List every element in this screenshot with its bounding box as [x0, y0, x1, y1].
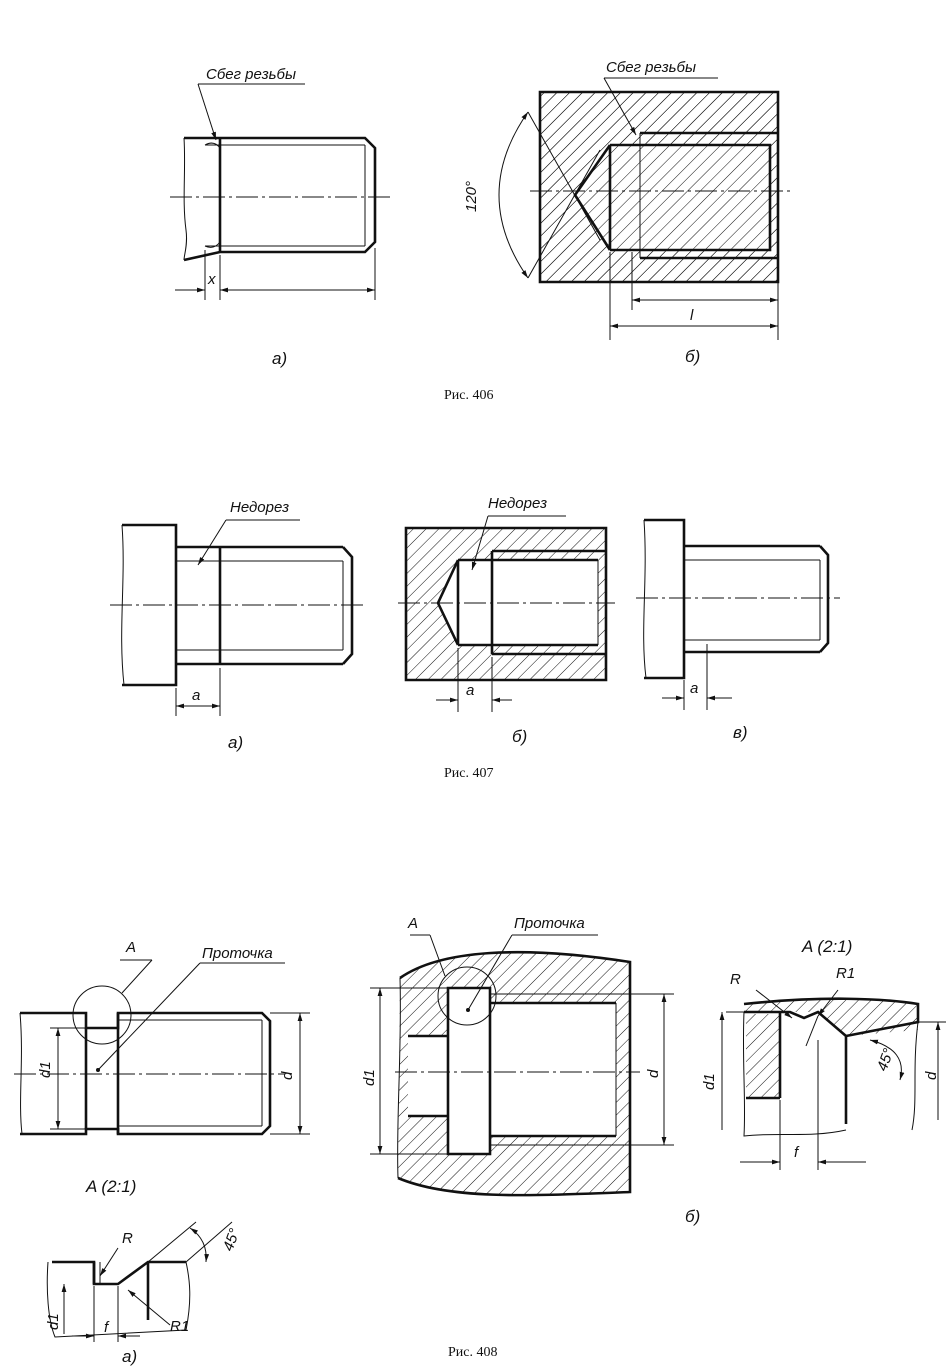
fig408-b-detail-angle: 45°	[874, 1046, 898, 1073]
fig407-a-callout: Недорез	[230, 499, 289, 516]
fig407-b-dim-a: a	[466, 682, 474, 699]
fig407-a-dim-a: a	[192, 687, 200, 704]
fig408-b-detail-title: A (2:1)	[801, 937, 852, 956]
fig406-b-sublabel: б)	[685, 347, 700, 366]
fig408-a-detail-d1: d1	[45, 1313, 62, 1330]
fig408-a-detail-r: R	[122, 1230, 133, 1247]
fig408-b-dim-d1: d1	[361, 1069, 378, 1086]
fig408-b-detail-d1: d1	[701, 1073, 718, 1090]
fig408-b-detail-d: d	[923, 1071, 940, 1080]
fig406-b-threaded-hole	[498, 77, 790, 340]
fig408-a-dim-d1: d1	[37, 1061, 54, 1078]
fig408-a-sublabel: а)	[122, 1347, 137, 1366]
fig406-a-dim-x: x	[207, 271, 216, 288]
fig408-b-detail-f: f	[794, 1144, 800, 1161]
fig408-b-detail-r1: R1	[836, 965, 855, 982]
fig407-a-sublabel: а)	[228, 733, 243, 752]
fig407-c-bolt-no-undercut	[636, 518, 840, 710]
fig406-b-dim-l: l	[690, 307, 694, 324]
fig406-b-angle: 120°	[463, 181, 480, 212]
fig408-a-dim-d: d	[279, 1071, 296, 1080]
fig408-a-detail-title: A (2:1)	[85, 1177, 136, 1196]
fig408-b-view-label: A	[407, 915, 418, 932]
fig407-caption: Рис. 407	[444, 766, 494, 781]
fig407-b-sublabel: б)	[512, 727, 527, 746]
fig407-c-dim-a: a	[690, 680, 698, 697]
fig408-b-hole-groove	[370, 934, 674, 1197]
fig408-a-view-label: A	[125, 939, 136, 956]
fig408-b-dim-d: d	[645, 1069, 662, 1078]
fig407-b-hole-undercut	[398, 515, 615, 712]
fig407-a-bolt-undercut	[110, 519, 365, 716]
fig408-a-detail-angle: 45°	[220, 1226, 244, 1253]
fig408-b-detail-view	[719, 989, 946, 1170]
fig406-a-callout: Сбег резьбы	[206, 66, 296, 83]
fig406-a-bolt	[170, 83, 390, 300]
fig407-b-callout: Недорез	[488, 495, 547, 512]
fig407-c-sublabel: в)	[733, 723, 748, 742]
fig408-a-detail-r1: R1	[170, 1318, 189, 1335]
fig408-a-detail-f: f	[104, 1319, 110, 1336]
fig408-a-callout: Проточка	[202, 945, 273, 962]
fig408-a-bolt-groove	[14, 959, 310, 1136]
fig408-caption: Рис. 408	[448, 1345, 498, 1360]
fig408-b-sublabel: б)	[685, 1207, 700, 1226]
fig406-b-callout: Сбег резьбы	[606, 59, 696, 76]
fig406-caption: Рис. 406	[444, 388, 494, 403]
fig408-b-callout: Проточка	[514, 915, 585, 932]
fig406-a-sublabel: а)	[272, 349, 287, 368]
fig408-a-detail-view	[46, 1221, 233, 1342]
fig408-b-detail-r: R	[730, 971, 741, 988]
